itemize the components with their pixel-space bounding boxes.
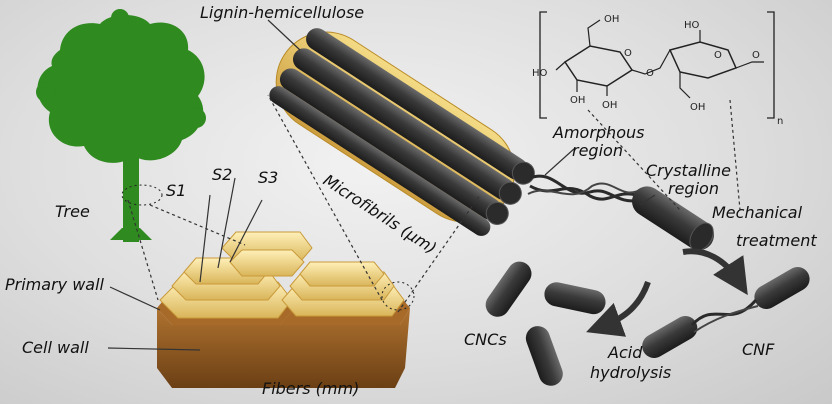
tree-illustration (36, 9, 206, 242)
fiber-base-right (280, 308, 410, 388)
label-acid: Acid (607, 343, 643, 362)
tree-zoom-circle (121, 184, 163, 206)
glucose-ring (563, 45, 634, 87)
label-mechanical-treatment: treatment (736, 231, 817, 250)
chem-group: O (752, 50, 760, 61)
rod-end (498, 181, 522, 205)
fiber-block (157, 231, 415, 388)
rod-end (485, 201, 509, 225)
tree-leaf-cluster (186, 108, 206, 128)
label-crystalline-region: region (668, 179, 719, 198)
rod-end (511, 161, 535, 185)
chem-group: OH (602, 100, 617, 111)
tree-base (110, 228, 152, 240)
label-amorphous-region: region (572, 141, 623, 160)
label-primary-wall: Primary wall (5, 275, 105, 294)
chem-group: HO (684, 20, 700, 31)
tree-canopy (37, 15, 205, 163)
chem-group: HO (532, 68, 548, 79)
cnc-rod (485, 261, 532, 317)
layer-inner (229, 249, 305, 277)
repeat-bracket-left (539, 11, 547, 119)
microfibril-bundle (269, 28, 715, 251)
cellobiose-structure: OH HO OH O OH HO O O O OH n (532, 11, 783, 127)
tree-leaf-cluster (111, 9, 129, 27)
label-acid-hydrolysis: hydrolysis (590, 363, 671, 382)
cnc-rod (544, 282, 606, 315)
microfibril-rod (269, 86, 491, 236)
chem-group: O (714, 50, 722, 61)
amorphous-strand (529, 184, 641, 201)
label-cell-wall: Cell wall (22, 338, 89, 357)
tree-trunk (123, 150, 139, 242)
repeat-bracket-right (767, 11, 775, 119)
mechanical-treatment-arrow (682, 248, 748, 296)
microfibril-rod (293, 48, 515, 200)
chem-group: OH (604, 14, 619, 25)
cnf-fibril (642, 267, 810, 358)
chem-group: O (646, 68, 654, 79)
cnf-strand (690, 299, 758, 327)
cnf-strand (693, 305, 759, 333)
fiber-zoom-circle (381, 281, 415, 311)
label-lignin: Lignin-hemicellulose (200, 3, 364, 22)
microfibril-rod (306, 28, 528, 180)
layer-right-inner (299, 261, 385, 287)
amorphous-strand (529, 174, 641, 203)
connector-lines (107, 19, 741, 351)
fiber-base-left (157, 308, 295, 388)
label-s3: S3 (258, 168, 278, 187)
chem-group: OH (570, 95, 585, 106)
microfibril-rod (279, 68, 502, 221)
chem-group: O (624, 48, 632, 59)
amorphous-strand (527, 182, 641, 196)
cnf-rod-left (642, 316, 698, 358)
label-crystalline: Crystalline (646, 161, 731, 180)
cnc-rod (525, 326, 563, 386)
label-amorphous: Amorphous (552, 123, 644, 142)
label-cnf: CNF (742, 340, 775, 359)
chem-group: OH (690, 102, 705, 113)
label-fibers: Fibers (mm) (262, 379, 359, 398)
repeat-subscript: n (777, 116, 783, 127)
label-s2: S2 (212, 165, 232, 184)
cnf-rod-right (754, 267, 810, 309)
label-mechanical: Mechanical (712, 203, 803, 222)
label-cncs: CNCs (464, 330, 507, 349)
tree-leaf-cluster (36, 82, 56, 102)
label-s1: S1 (166, 181, 186, 200)
label-tree: Tree (55, 202, 90, 221)
acid-hydrolysis-arrow (586, 280, 651, 337)
cnc-rods (485, 261, 606, 386)
